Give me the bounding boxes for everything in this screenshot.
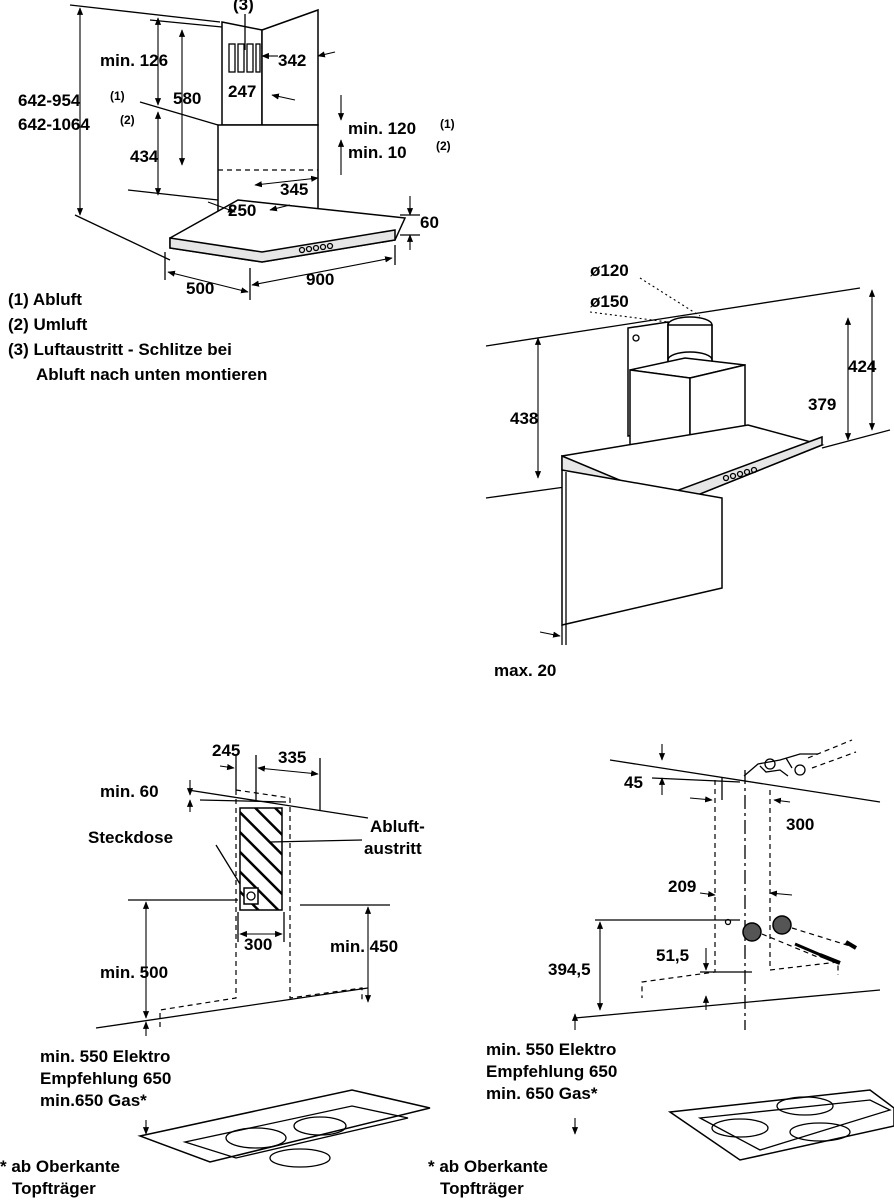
ref-2b: (2) xyxy=(436,139,451,153)
note-gas-left: min.650 Gas* xyxy=(40,1091,147,1110)
view-wall-layout-socket: 245 335 min. 60 Steckdose Abluft- austri… xyxy=(0,741,431,1198)
dim-min-60: min. 60 xyxy=(100,782,159,801)
dim-642-1064: 642-1064 xyxy=(18,115,90,134)
note-empfehlung-right: Empfehlung 650 xyxy=(486,1062,617,1081)
dim-min-120: min. 120 xyxy=(348,119,416,138)
dim-min-10: min. 10 xyxy=(348,143,407,162)
dim-900: 900 xyxy=(306,270,334,289)
label-steckdose: Steckdose xyxy=(88,828,173,847)
legend-item-luftaustritt-cont: Abluft nach unten montieren xyxy=(36,365,268,384)
legend-item-umluft: (2) Umluft xyxy=(8,315,88,334)
legend-item-abluft: (1) Abluft xyxy=(8,290,82,309)
view-hood-wall-side: ø120 ø150 424 438 379 max. 20 xyxy=(485,261,891,680)
dim-51-5: 51,5 xyxy=(656,946,689,965)
ref-2a: (2) xyxy=(120,113,135,127)
dim-min-126: min. 126 xyxy=(100,51,168,70)
dim-580: 580 xyxy=(173,89,201,108)
dim-diameter-120: ø120 xyxy=(590,261,629,280)
note-min-550-right: min. 550 Elektro xyxy=(486,1040,616,1059)
note-min-550-left: min. 550 Elektro xyxy=(40,1047,170,1066)
dim-642-954: 642-954 xyxy=(18,91,81,110)
footnote-left-1: * ab Oberkante xyxy=(0,1157,120,1176)
dim-diameter-150: ø150 xyxy=(590,292,629,311)
dim-245: 245 xyxy=(212,741,240,760)
dim-45: 45 xyxy=(624,773,643,792)
ref-1a: (1) xyxy=(110,89,125,103)
footnote-left-2: Topfträger xyxy=(12,1179,96,1198)
view-wall-brackets: 45 300 209 394,5 51,5 min. 550 Elektro E… xyxy=(428,739,894,1198)
footnote-right-2: Topfträger xyxy=(440,1179,524,1198)
view-dimensions-hood: (3) min. 126 342 580 247 642-954 (1) 642… xyxy=(18,0,455,300)
dim-345: 345 xyxy=(280,180,308,199)
dim-434: 434 xyxy=(130,147,159,166)
dim-min-450: min. 450 xyxy=(330,937,398,956)
dim-min-500: min. 500 xyxy=(100,963,168,982)
dim-335: 335 xyxy=(278,748,306,767)
dim-394-5: 394,5 xyxy=(548,960,591,979)
dim-300-socket: 300 xyxy=(244,935,272,954)
dim-300-brackets: 300 xyxy=(786,815,814,834)
dim-500: 500 xyxy=(186,279,214,298)
legend: (1) Abluft (2) Umluft (3) Luftaustritt -… xyxy=(8,287,267,387)
label-austritt: austritt xyxy=(364,839,422,858)
label-abluft: Abluft- xyxy=(370,817,425,836)
legend-item-luftaustritt: (3) Luftaustritt - Schlitze bei xyxy=(8,340,232,359)
footnote-right-1: * ab Oberkante xyxy=(428,1157,548,1176)
dim-438: 438 xyxy=(510,409,538,428)
note-empfehlung-left: Empfehlung 650 xyxy=(40,1069,171,1088)
dim-209: 209 xyxy=(668,877,696,896)
dim-max-20: max. 20 xyxy=(494,661,556,680)
dim-247: 247 xyxy=(228,82,256,101)
dim-60: 60 xyxy=(420,213,439,232)
dim-379: 379 xyxy=(808,395,836,414)
ref-1b: (1) xyxy=(440,117,455,131)
note-gas-right: min. 650 Gas* xyxy=(486,1084,598,1103)
dim-342: 342 xyxy=(278,51,306,70)
callout-3: (3) xyxy=(233,0,254,14)
dim-424: 424 xyxy=(848,357,877,376)
dim-250: 250 xyxy=(228,201,256,220)
